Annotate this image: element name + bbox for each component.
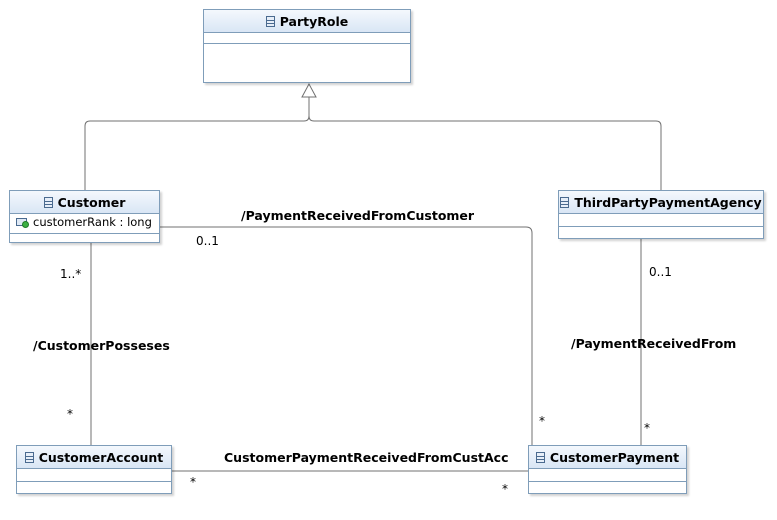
attribute-compartment	[559, 214, 763, 227]
class-header: Customer	[10, 191, 159, 214]
mult-payment-star-3: *	[502, 482, 508, 496]
class-party-role[interactable]: PartyRole	[203, 9, 411, 83]
attribute-compartment	[204, 33, 410, 44]
operation-compartment	[559, 227, 763, 237]
mult-account-star: *	[67, 407, 73, 421]
class-header: PartyRole	[204, 10, 410, 33]
attribute-icon	[16, 217, 29, 228]
class-name: Customer	[57, 194, 126, 210]
class-header: CustomerAccount	[17, 446, 171, 469]
class-customer-payment[interactable]: CustomerPayment	[528, 445, 687, 494]
attribute-compartment: customerRank : long	[10, 214, 159, 234]
assoc-name-payment-received-from-customer[interactable]: /PaymentReceivedFromCustomer	[241, 208, 475, 223]
generalization-arrowhead	[301, 82, 317, 98]
mult-payment-star: *	[539, 414, 545, 428]
mult-payment-star-2: *	[644, 421, 650, 435]
class-third-party-payment-agency[interactable]: ThirdPartyPaymentAgency	[558, 190, 764, 239]
class-name: PartyRole	[279, 13, 349, 29]
class-header: ThirdPartyPaymentAgency	[559, 191, 763, 214]
attribute-text: customerRank : long	[33, 215, 152, 229]
generalization-agency-line[interactable]	[308, 97, 662, 190]
operation-compartment	[10, 234, 159, 244]
mult-customer-0..1: 0..1	[196, 234, 219, 248]
mult-customer-1..star: 1..*	[60, 267, 82, 281]
assoc-name-customer-posseses[interactable]: /CustomerPosseses	[33, 338, 170, 353]
assoc-name-customer-payment-received-from-cust-acc[interactable]: CustomerPaymentReceivedFromCustAcc	[224, 450, 509, 465]
assoc-payment-received-from-customer-line[interactable]	[160, 226, 533, 445]
assoc-name-payment-received-from[interactable]: /PaymentReceivedFrom	[571, 336, 737, 351]
class-icon	[43, 196, 53, 208]
class-header: CustomerPayment	[529, 446, 686, 469]
class-name: ThirdPartyPaymentAgency	[574, 194, 762, 210]
operation-compartment	[17, 482, 171, 492]
generalization-customer-line[interactable]	[84, 97, 310, 190]
class-icon	[560, 196, 570, 208]
mult-agency-0..1: 0..1	[649, 265, 672, 279]
class-customer[interactable]: Customer customerRank : long	[9, 190, 160, 243]
class-customer-account[interactable]: CustomerAccount	[16, 445, 172, 494]
class-icon	[265, 15, 275, 27]
attribute-compartment	[529, 469, 686, 482]
class-icon	[24, 451, 34, 463]
class-name: CustomerPayment	[549, 449, 680, 465]
class-name: CustomerAccount	[38, 449, 164, 465]
attribute-compartment	[17, 469, 171, 482]
class-icon	[535, 451, 545, 463]
attribute-row[interactable]: customerRank : long	[10, 214, 159, 230]
mult-account-star-2: *	[190, 475, 196, 489]
operation-compartment	[529, 482, 686, 492]
operation-compartment	[204, 44, 410, 54]
